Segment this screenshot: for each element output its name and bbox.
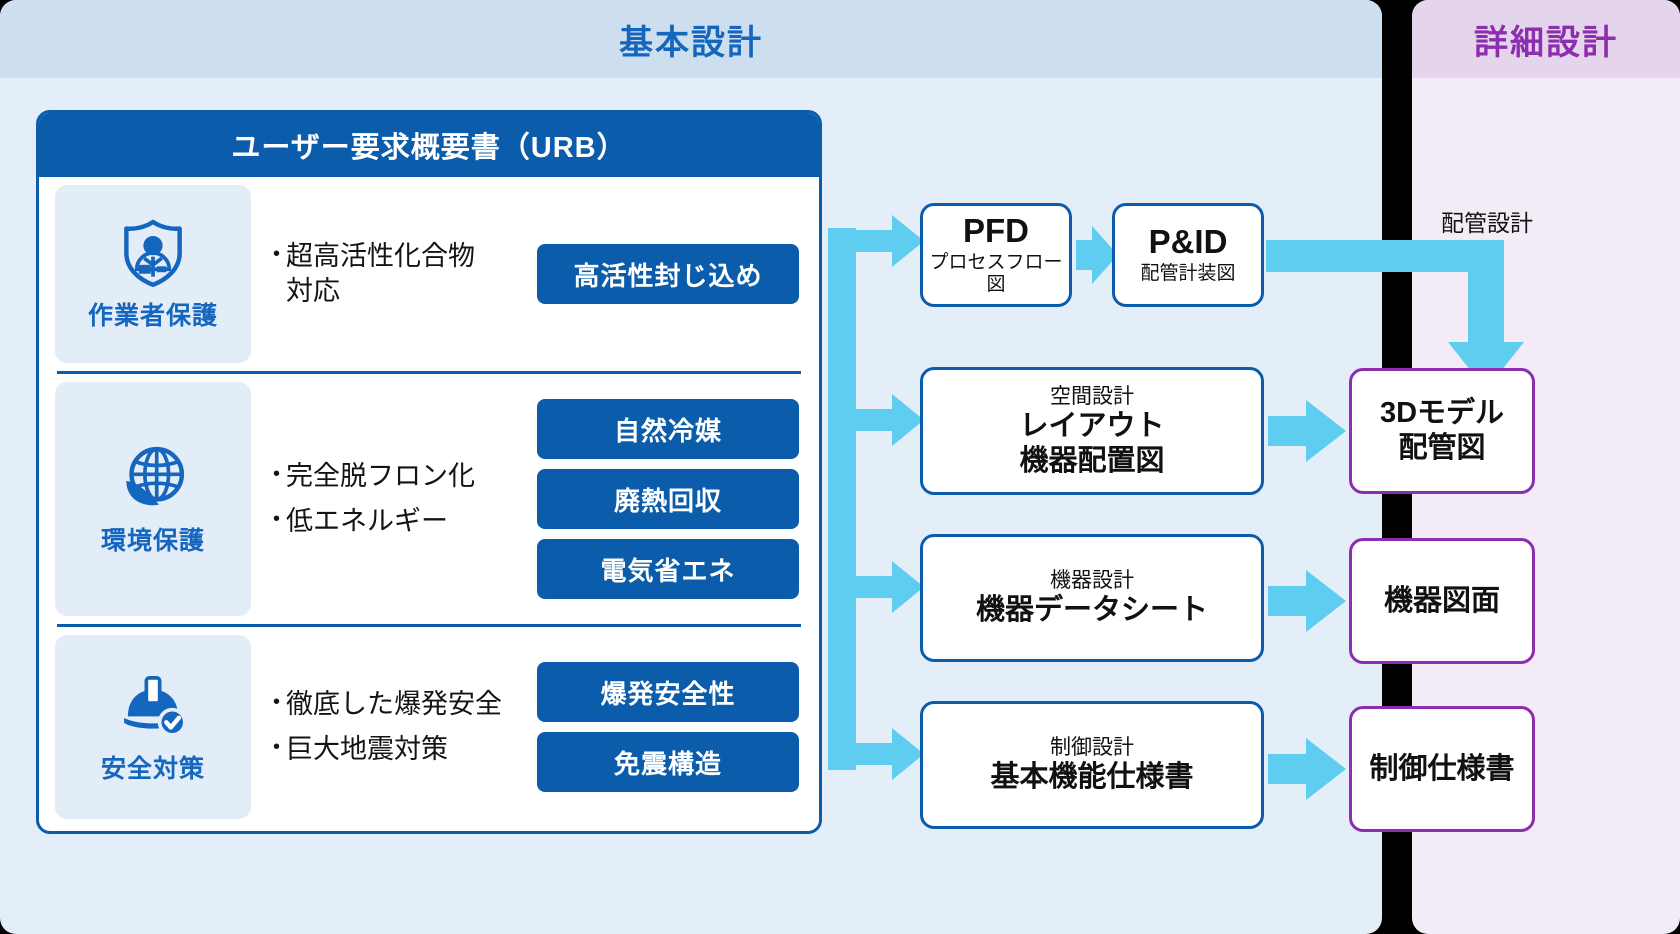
bullet-text: 低エネルギー — [286, 506, 449, 536]
panel-basic-title: 基本設計 — [619, 23, 763, 62]
bullet-item: • 徹底した爆発安全 — [273, 687, 531, 722]
bullet-dot: • — [273, 463, 281, 486]
urb-body: 作業者保護 • 超高活性化合物 対応 高活性封じ込め — [39, 177, 819, 831]
tags-safety-measures: 爆発安全性 免震構造 — [537, 627, 803, 827]
bullets-environment-protection: • 完全脱フロン化 • 低エネルギー — [251, 374, 537, 624]
bullets-worker-protection: • 超高活性化合物 対応 — [251, 177, 537, 371]
doc-equipment-kicker: 機器設計 — [1050, 569, 1134, 592]
bullet-text: 完全脱フロン化 — [286, 461, 476, 492]
bullets-safety-measures: • 徹底した爆発安全 • 巨大地震対策 — [251, 627, 537, 827]
doc-box-pfd[interactable]: PFD プロセスフロー図 — [920, 203, 1072, 307]
doc-layout-line1: レイアウト — [1019, 409, 1165, 442]
output-3d-line2: 配管図 — [1398, 432, 1486, 464]
urb-row-worker-protection: 作業者保護 • 超高活性化合物 対応 高活性封じ込め — [55, 177, 803, 371]
tag-chip[interactable]: 免震構造 — [537, 732, 799, 792]
urb-row-environment-protection: 環境保護 • 完全脱フロン化 • 低エネルギー 自然冷媒 廃熱回収 電気省エネ — [55, 374, 803, 624]
doc-box-layout[interactable]: 空間設計 レイアウト 機器配置図 — [920, 367, 1264, 495]
category-tile-worker-protection: 作業者保護 — [55, 185, 251, 363]
category-tile-environment-protection: 環境保護 — [55, 382, 251, 616]
doc-control-kicker: 制御設計 — [1050, 736, 1134, 759]
bullet-dot: • — [273, 736, 281, 758]
globe-leaf-icon — [126, 446, 185, 506]
doc-layout-kicker: 空間設計 — [1050, 384, 1134, 408]
doc-box-control[interactable]: 制御設計 基本機能仕様書 — [920, 701, 1264, 829]
doc-equipment-line1: 機器データシート — [975, 594, 1208, 627]
doc-control-line1: 基本機能仕様書 — [990, 761, 1194, 794]
bullet-item: • 超高活性化合物 対応 — [273, 239, 531, 308]
tag-chip[interactable]: 電気省エネ — [537, 539, 799, 599]
output-3d-line1: 3Dモデル — [1379, 397, 1505, 430]
panel-basic-header: 基本設計 — [0, 0, 1382, 78]
helmet-check-icon — [124, 676, 187, 737]
urb-divider — [57, 624, 801, 627]
bullet-text: 超高活性化合物 対応 — [286, 241, 476, 306]
urb-title-bar: ユーザー要求概要書（URB） — [39, 113, 819, 177]
doc-box-pid[interactable]: P&ID 配管計装図 — [1112, 203, 1264, 307]
urb-divider — [57, 371, 801, 374]
output-drawing-text: 機器図面 — [1383, 584, 1500, 617]
tag-chip[interactable]: 爆発安全性 — [537, 662, 799, 722]
category-label-worker-protection: 作業者保護 — [87, 302, 218, 330]
tags-worker-protection: 高活性封じ込め — [537, 177, 803, 371]
panel-detail-title: 詳細設計 — [1474, 23, 1618, 62]
tag-chip[interactable]: 自然冷媒 — [537, 399, 799, 459]
tag-chip[interactable]: 高活性封じ込め — [537, 244, 799, 304]
bullet-item: • 低エネルギー — [273, 504, 531, 539]
piping-design-label: 配管設計 — [1441, 210, 1533, 236]
bullet-item: • 完全脱フロン化 — [273, 459, 531, 494]
doc-pfd-subtitle: プロセスフロー図 — [929, 251, 1063, 296]
output-spec-text: 制御仕様書 — [1369, 752, 1515, 785]
doc-pid-subtitle: 配管計装図 — [1140, 263, 1236, 285]
urb-card: ユーザー要求概要書（URB） 作業者保護 — [36, 110, 822, 834]
doc-layout-line2: 機器配置図 — [1019, 444, 1165, 477]
bullet-text: 徹底した爆発安全 — [286, 689, 503, 720]
category-label-safety-measures: 安全対策 — [100, 755, 205, 783]
doc-box-equipment[interactable]: 機器設計 機器データシート — [920, 534, 1264, 662]
tags-environment-protection: 自然冷媒 廃熱回収 電気省エネ — [537, 374, 803, 624]
shield-person-icon — [124, 219, 182, 288]
bullet-dot: • — [273, 243, 281, 266]
bullet-dot: • — [273, 508, 281, 530]
panel-detail-header: 詳細設計 — [1412, 0, 1680, 78]
bullet-text: 巨大地震対策 — [286, 734, 449, 764]
bullet-dot: • — [273, 691, 281, 714]
output-box-control-spec[interactable]: 制御仕様書 — [1349, 706, 1535, 832]
urb-row-safety-measures: 安全対策 • 徹底した爆発安全 • 巨大地震対策 爆発安全性 免震構造 — [55, 627, 803, 827]
category-tile-safety-measures: 安全対策 — [55, 635, 251, 819]
bullet-item: • 巨大地震対策 — [273, 732, 531, 767]
urb-title: ユーザー要求概要書（URB） — [231, 132, 627, 164]
output-box-equipment-drawing[interactable]: 機器図面 — [1349, 538, 1535, 664]
tag-chip[interactable]: 廃熱回収 — [537, 469, 799, 529]
doc-pfd-title: PFD — [963, 211, 1029, 249]
category-label-environment-protection: 環境保護 — [100, 527, 205, 555]
doc-pid-title: P&ID — [1148, 223, 1228, 261]
output-box-3d-model[interactable]: 3Dモデル 配管図 — [1349, 368, 1535, 494]
